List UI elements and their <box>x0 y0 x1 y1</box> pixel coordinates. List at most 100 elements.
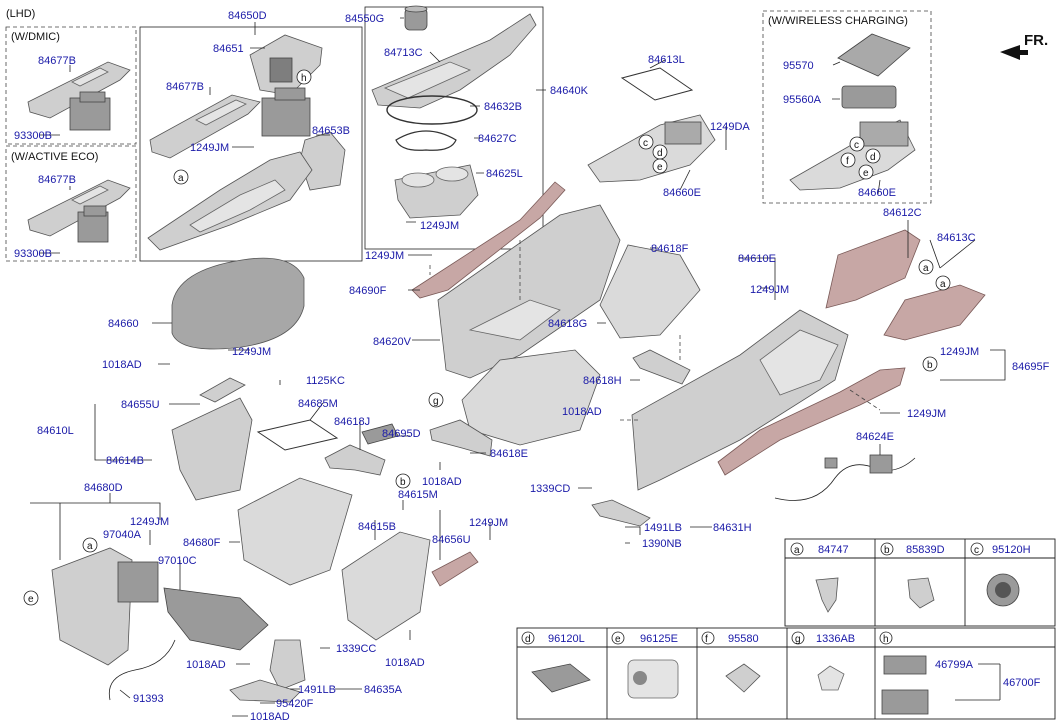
label-84618G: 84618G <box>548 318 587 330</box>
tray-upper-panel <box>371 13 537 109</box>
svg-text:b: b <box>884 545 890 556</box>
label-95420F: 95420F <box>276 698 314 710</box>
dmic-shift-module <box>69 91 111 131</box>
svg-text:e: e <box>657 162 663 173</box>
label-1491LB-bracket: 1491LB <box>644 522 682 534</box>
svg-text:e: e <box>863 168 869 179</box>
label-84610E: 84610E <box>738 253 776 265</box>
shift-lever-module <box>261 87 311 137</box>
svg-text:g: g <box>433 396 439 407</box>
svg-text:b: b <box>400 477 406 488</box>
legend-part-h-sub2: 46700F <box>1003 677 1041 689</box>
storage-box-84680F <box>237 477 353 586</box>
side-cover-84613C <box>883 284 986 341</box>
legend-cell-a: a 84747 <box>790 542 849 613</box>
label-93300B-eco: 93300B <box>14 248 52 260</box>
label-84650D: 84650D <box>228 10 267 22</box>
svg-text:d: d <box>525 634 531 645</box>
svg-text:g: g <box>795 634 801 645</box>
label-97040A: 97040A <box>103 529 142 541</box>
label-84610L: 84610L <box>37 425 74 437</box>
dashed-guide-lines <box>429 240 881 421</box>
front-arrow-icon <box>1000 45 1028 60</box>
wiring-91393 <box>108 639 176 701</box>
label-1018AD-panel: 1018AD <box>385 657 425 669</box>
label-84618F: 84618F <box>651 243 689 255</box>
label-1339CD: 1339CD <box>530 483 570 495</box>
label-1018AD-frame: 1018AD <box>422 476 462 488</box>
svg-text:c: c <box>974 545 979 556</box>
label-84656U: 84656U <box>432 534 471 546</box>
wireless-charger-95560A <box>841 85 897 109</box>
side-panel-84614B <box>171 397 253 501</box>
svg-text:a: a <box>794 545 800 556</box>
svg-text:a: a <box>87 541 93 552</box>
label-1018AD-lid: 1018AD <box>102 359 142 371</box>
legend-part-h-sub1: 46799A <box>935 659 974 671</box>
label-84627C: 84627C <box>478 133 517 145</box>
label-84625L: 84625L <box>486 168 523 180</box>
cup-holder-seal <box>395 130 457 151</box>
svg-text:c: c <box>854 140 859 151</box>
label-84620V: 84620V <box>373 336 412 348</box>
legend-part-c: 95120H <box>992 544 1031 556</box>
svg-text:e: e <box>615 634 621 645</box>
side-panel-84615B <box>341 531 431 641</box>
label-84618E: 84618E <box>490 448 528 460</box>
label-84550G: 84550G <box>345 13 384 25</box>
hinge-84655U <box>199 377 246 403</box>
label-1249JM-trim: 1249JM <box>940 346 979 358</box>
console-body-84620V <box>437 204 621 379</box>
active-eco-cover-trim <box>27 179 131 237</box>
label-84631H: 84631H <box>713 522 752 534</box>
bracket-84618H <box>632 349 691 385</box>
label-84660: 84660 <box>108 318 139 330</box>
reference-markers: a h c d e c d f e a a b g b a e <box>23 69 951 606</box>
console-side-panel-84610E <box>631 309 849 491</box>
armrest-lid-84660 <box>171 257 305 350</box>
side-cover-84612C <box>825 229 921 309</box>
label-1249DA: 1249DA <box>710 121 750 133</box>
label-93300B-dmic: 93300B <box>14 130 52 142</box>
svg-text:f: f <box>846 156 849 167</box>
bracket-84635A <box>229 639 306 703</box>
legend-part-g: 1336AB <box>816 633 855 645</box>
label-84613C: 84613C <box>937 232 976 244</box>
label-84632B: 84632B <box>484 101 522 113</box>
label-1249JM-side: 1249JM <box>750 284 789 296</box>
label-84618H: 84618H <box>583 375 622 387</box>
label-84655U: 84655U <box>121 399 160 411</box>
active-eco-option-box <box>5 145 137 262</box>
label-95570: 95570 <box>783 60 814 72</box>
console-upper-bracket <box>299 131 346 191</box>
svg-text:h: h <box>301 73 307 84</box>
legend-part-f: 95580 <box>728 633 759 645</box>
trim-strip-84695F <box>717 367 906 476</box>
tray-seal-ring <box>386 95 478 125</box>
svg-text:d: d <box>870 152 876 163</box>
legend-part-d: 96120L <box>548 633 585 645</box>
svg-text:a: a <box>178 173 184 184</box>
leader-lines <box>30 17 1006 717</box>
variant-label: (LHD) <box>6 8 35 20</box>
label-1018AD-duct: 1018AD <box>186 659 226 671</box>
label-1249JM-tray: 1249JM <box>420 220 459 232</box>
duct-97010C <box>163 587 269 651</box>
console-upper-cover <box>147 151 313 251</box>
label-97010C: 97010C <box>158 555 197 567</box>
legend-cell-h: h 46799A 46700F <box>879 631 1041 715</box>
label-84651: 84651 <box>213 43 244 55</box>
label-1249JM-body: 1249JM <box>365 250 404 262</box>
bracket-84618J <box>324 444 386 476</box>
bracket-84631H <box>591 499 651 527</box>
dmic-option-box <box>5 26 137 145</box>
label-84615B: 84615B <box>358 521 396 533</box>
label-1018AD-lower: 1018AD <box>250 711 290 723</box>
label-84695F: 84695F <box>1012 361 1050 373</box>
label-1249JM-lower: 1249JM <box>907 408 946 420</box>
label-84677B-shift: 84677B <box>166 81 204 93</box>
legend-part-e: 96125E <box>640 633 678 645</box>
label-1249JM-front: 1249JM <box>130 516 169 528</box>
label-1339CC: 1339CC <box>336 643 376 655</box>
